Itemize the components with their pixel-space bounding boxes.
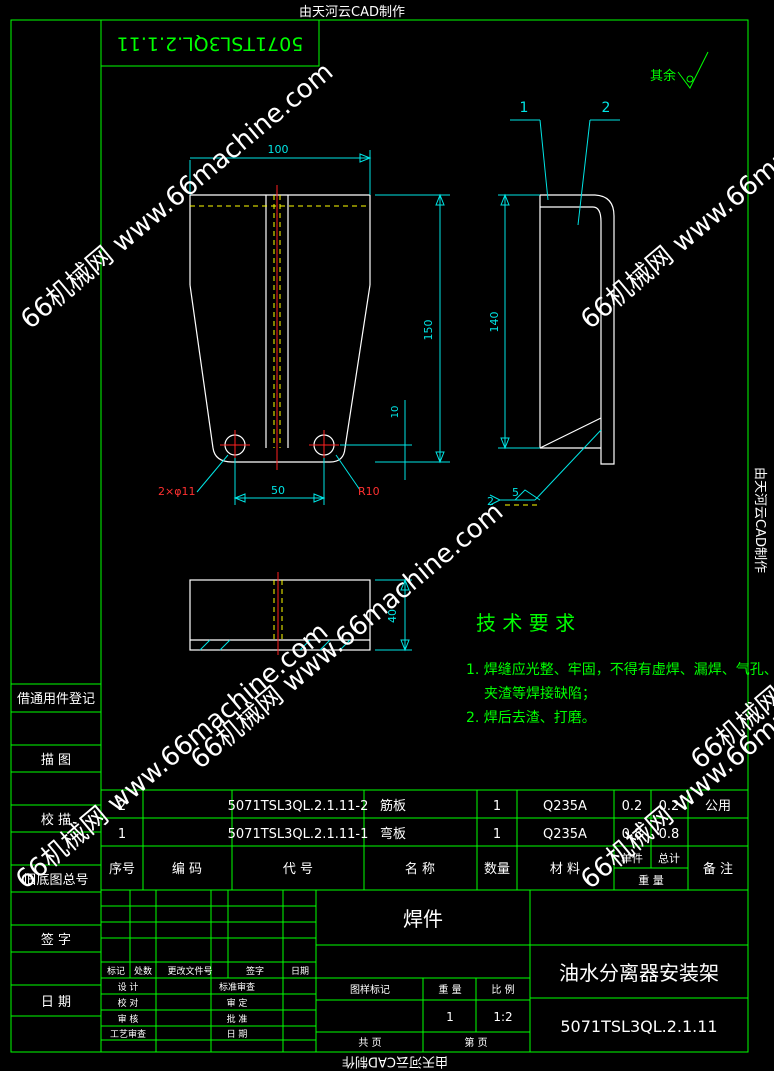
role-label-review: 审 核 <box>118 1013 139 1025</box>
bom-row2-material: Q235A <box>543 827 587 842</box>
bom-header-name: 名 称 <box>405 861 435 877</box>
dim-width-text: 100 <box>268 143 289 156</box>
drawing-code-box <box>100 19 320 67</box>
bom-header-material: 材 料 <box>550 862 580 877</box>
title-block-name: 油水分离器安装架 <box>559 961 719 985</box>
bom-header-seq: 序号 <box>109 862 135 877</box>
roughness-circle-icon <box>686 75 694 83</box>
hole-note-text: 2×φ11 <box>158 485 195 498</box>
sheet-label: 第 页 <box>464 1036 487 1049</box>
title-block-code: 5071TSL3QL.2.1.11 <box>560 1017 717 1036</box>
outer-frame <box>10 19 749 1053</box>
bom-header-single: 单件 <box>621 852 643 865</box>
scale-value: 1:2 <box>493 1010 512 1024</box>
rev-label-sign: 签字 <box>246 965 264 977</box>
tech-req-line-1: 1. 焊缝应光整、牢固，不得有虚焊、漏焊、气孔、 <box>466 661 774 678</box>
weld-size-text: 5 <box>512 486 519 499</box>
bom-header-note: 备 注 <box>703 861 733 877</box>
front-view <box>189 150 450 505</box>
bom-row1-material: Q235A <box>543 799 587 814</box>
leader-1-text: 1 <box>520 100 529 116</box>
left-panel-label-6: 日 期 <box>41 995 71 1010</box>
scale-label: 比 例 <box>491 983 514 996</box>
weight-label: 重 量 <box>438 983 461 996</box>
bom-table <box>101 789 748 891</box>
bottom-view <box>189 572 412 655</box>
role-label-process: 工艺审查 <box>110 1028 146 1040</box>
weight-value: 1 <box>446 1010 454 1024</box>
rev-label-date: 日期 <box>291 966 309 977</box>
role-label-approve2: 批 准 <box>227 1013 248 1025</box>
side-dim-height-text: 140 <box>488 312 501 333</box>
left-panel-label-2: 描 图 <box>41 753 71 768</box>
tech-req-title: 技 术 要 求 <box>476 611 575 635</box>
rev-label-mark: 标记 <box>107 965 125 977</box>
tech-req-line-2: 夹渣等焊接缺陷； <box>484 685 596 702</box>
bom-row2-total: 0.8 <box>659 827 680 842</box>
bom-row1-drawing: 5071TSL3QL.2.1.11-2 <box>228 799 369 814</box>
bottom-text: 由天河云CAD制作 <box>342 1054 448 1069</box>
bom-row2-qty: 1 <box>493 827 501 842</box>
radius-note-text: R10 <box>358 485 380 498</box>
left-panel <box>11 683 101 1017</box>
rev-label-file: 更改文件号 <box>167 965 212 977</box>
bom-row1-seq: 2 <box>118 799 126 814</box>
bom-header-qty: 数量 <box>484 862 510 877</box>
bottom-dim-height-text: 40 <box>386 609 399 623</box>
bom-row1-name: 筋板 <box>380 798 406 814</box>
watermark-3: 66机械网 www.66machine.com <box>185 497 509 776</box>
roughness-label: 其余 <box>650 68 676 84</box>
bom-header-code: 编 码 <box>172 862 202 877</box>
bom-row1-total: 0.2 <box>659 799 680 814</box>
left-panel-label-3: 校 描 <box>41 812 71 828</box>
bom-row1-note: 公用 <box>705 799 731 814</box>
bom-row2-single: 0.8 <box>622 827 643 842</box>
leader-2-text: 2 <box>602 100 611 116</box>
left-panel-label-5: 签 字 <box>41 932 71 948</box>
dim-50-text: 50 <box>271 484 285 497</box>
title-block <box>101 890 748 1053</box>
left-panel-label-4: 旧底图总号 <box>23 872 88 888</box>
bom-row2-drawing: 5071TSL3QL.2.1.11-1 <box>228 827 369 842</box>
bom-row1-qty: 1 <box>493 799 501 814</box>
role-label-approve1: 审 定 <box>227 997 248 1009</box>
role-label-standard: 标准审查 <box>219 981 255 993</box>
header-text: 由天河云CAD制作 <box>299 5 405 20</box>
role-label-date: 日 期 <box>227 1029 248 1040</box>
bom-row2-seq: 1 <box>118 827 126 842</box>
left-panel-label-1: 借通用件登记 <box>17 692 95 707</box>
bom-header-drawing: 代 号 <box>283 862 313 877</box>
role-label-design: 设 计 <box>118 981 139 993</box>
role-label-check: 校 对 <box>118 997 139 1009</box>
bom-header-weight: 重 量 <box>638 873 664 887</box>
bom-row2-name: 弯板 <box>380 826 406 842</box>
rev-label-count: 处数 <box>134 965 152 977</box>
watermark-2: 66机械网 www.66machine.com <box>575 57 774 336</box>
weld-num-text: 2 <box>487 495 494 508</box>
drawing-code-box-text: 5071TSL3QL.2.1.11 <box>117 33 304 55</box>
dim-height-text: 150 <box>422 320 435 341</box>
tech-req-line-3: 2. 焊后去渣、打磨。 <box>466 709 596 726</box>
side-text: 由天河云CAD制作 <box>752 467 767 573</box>
dim-10-text: 10 <box>390 406 401 419</box>
roughness-check-icon <box>677 51 709 89</box>
side-view <box>489 119 620 506</box>
title-block-type: 焊件 <box>403 907 443 931</box>
bom-header-total: 总计 <box>658 851 680 865</box>
bom-row1-single: 0.2 <box>622 799 643 814</box>
sheets-label: 共 页 <box>358 1037 381 1049</box>
watermark-1: 66机械网 www.66machine.com <box>15 57 339 336</box>
stage-label: 图样标记 <box>350 983 390 996</box>
